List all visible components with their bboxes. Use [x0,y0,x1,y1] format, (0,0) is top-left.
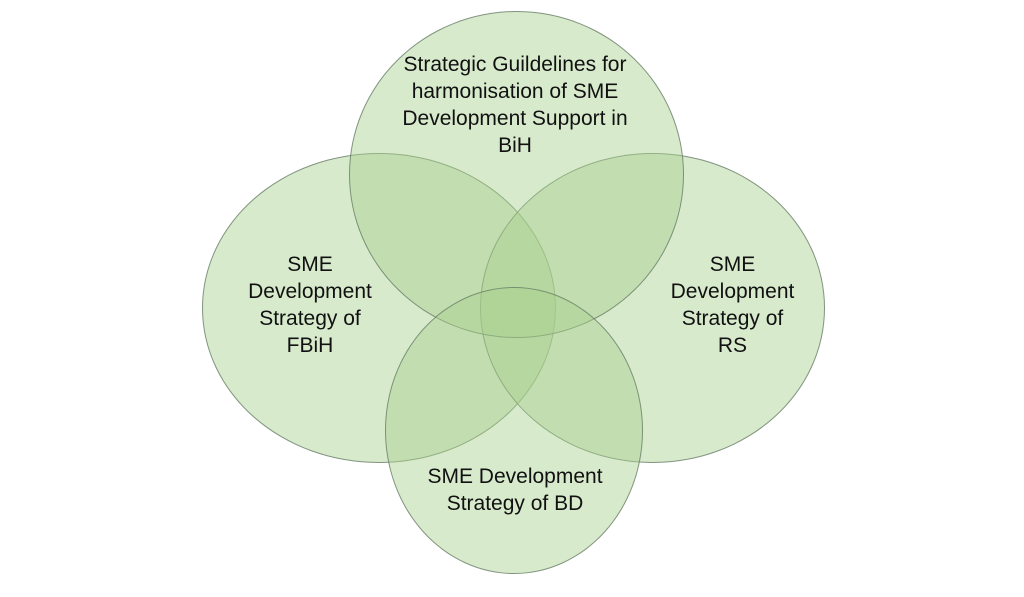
label-right: SME Development Strategy of RS [670,253,795,357]
label-bottom: SME Development Strategy of BD [427,465,603,515]
circle-bottom [385,287,643,574]
label-left: SME Development Strategy of FBiH [248,253,372,357]
label-top: Strategic Guildelines for harmonisation … [402,53,628,157]
